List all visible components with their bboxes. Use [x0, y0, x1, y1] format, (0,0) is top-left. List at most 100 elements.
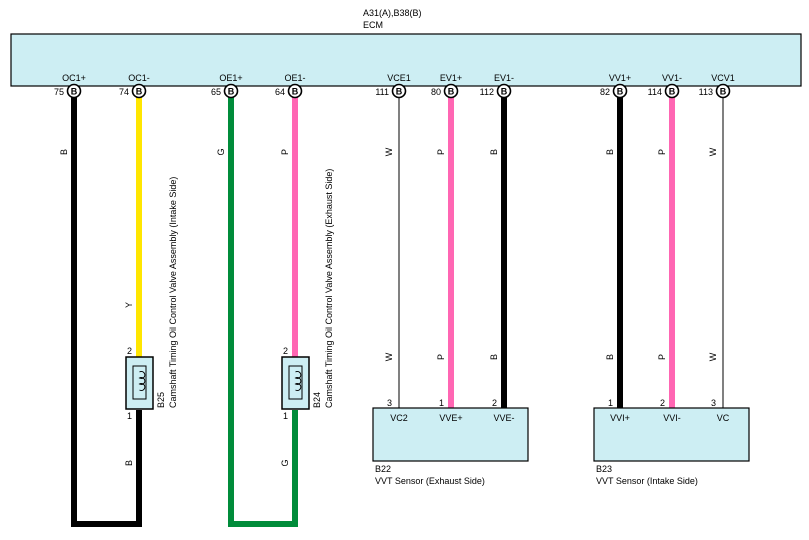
- b25-body: [125, 356, 154, 410]
- b22-vvt-sensor-exhaust: 3 1 2 VC2 VVE+ VVE- B22 VVT Sensor (Exha…: [372, 398, 529, 486]
- pin-conn-vce1: B: [396, 87, 403, 97]
- wire-label-vv1m-upper: P: [657, 149, 667, 155]
- wire-label-oc1p-upper: B: [59, 149, 69, 155]
- pin-name-ev1m: EV1-: [494, 73, 514, 83]
- b24-coil-icon: [288, 365, 303, 400]
- pin-conn-oc1p: B: [71, 87, 78, 97]
- wire-label-b24-lower: G: [280, 459, 290, 466]
- b24-coil-winding: [294, 371, 302, 391]
- wire-label-vcv1-upper: W: [708, 147, 718, 156]
- pin-num-vcv1: 113: [699, 87, 713, 97]
- pin-terminal-ev1p: B 80: [431, 83, 459, 99]
- b22-pin-num-vvem: 2: [492, 398, 497, 408]
- b22-title: VVT Sensor (Exhaust Side): [375, 476, 485, 486]
- wire-label-oe1p-upper: G: [216, 148, 226, 155]
- pin-num-oc1m: 74: [119, 87, 129, 97]
- wire-label-ev1p-upper: P: [436, 149, 446, 155]
- b22-pin-num-vvep: 1: [439, 398, 444, 408]
- b23-body: [593, 407, 750, 462]
- b23-pin-num-vvip: 1: [608, 398, 613, 408]
- pin-terminal-oe1m: B 64: [275, 83, 303, 99]
- pin-terminal-oe1p: B 65: [211, 83, 239, 99]
- wire-label-ev1p-lower: P: [436, 354, 446, 360]
- ecm-name-label: ECM: [363, 20, 383, 30]
- pin-conn-ev1p: B: [448, 87, 455, 97]
- b25-title: Camshaft Timing Oil Control Valve Assemb…: [168, 177, 178, 408]
- b23-code: B23: [596, 464, 612, 474]
- pin-name-oe1p: OE1+: [219, 73, 242, 83]
- pin-name-vv1m: VV1-: [662, 73, 682, 83]
- b23-vvt-sensor-intake: 1 2 3 VVI+ VVI- VC B23 VVT Sensor (Intak…: [593, 398, 750, 486]
- b22-pin-name-vvem: VVE-: [493, 413, 514, 423]
- pin-num-vv1m: 114: [648, 87, 662, 97]
- b22-body: [372, 407, 529, 462]
- pin-name-oe1m: OE1-: [284, 73, 305, 83]
- pin-terminal-vce1: B 111: [375, 83, 407, 99]
- pin-terminal-oc1m: B 74: [119, 83, 147, 99]
- wire-oe1p: [228, 97, 298, 527]
- pin-num-ev1p: 80: [431, 87, 441, 97]
- wire-label-vv1p-lower: B: [605, 354, 615, 360]
- pin-name-vce1: VCE1: [387, 73, 411, 83]
- b24-pin-bottom: 1: [283, 411, 288, 421]
- b25-coil-icon: [132, 365, 147, 400]
- pin-name-ev1p: EV1+: [440, 73, 462, 83]
- wire-label-vv1p-upper: B: [605, 149, 615, 155]
- pin-name-oc1p: OC1+: [62, 73, 86, 83]
- pin-num-oe1m: 64: [275, 87, 285, 97]
- ecm-connector-label: A31(A),B38(B): [363, 8, 422, 18]
- pin-terminal-vv1p: B 82: [600, 83, 628, 99]
- b25-code: B25: [156, 392, 166, 408]
- wire-label-vv1m-lower: P: [657, 354, 667, 360]
- b24-code: B24: [312, 392, 322, 408]
- pin-conn-vcv1: B: [720, 87, 727, 97]
- pin-name-oc1m: OC1-: [128, 73, 150, 83]
- pin-conn-oe1p: B: [228, 87, 235, 97]
- pin-num-vce1: 111: [375, 87, 389, 97]
- b23-pin-name-vc: VC: [717, 413, 730, 423]
- wire-label-ev1m-lower: B: [489, 354, 499, 360]
- pin-conn-oe1m: B: [292, 87, 299, 97]
- b23-pin-name-vvip: VVI+: [610, 413, 630, 423]
- b22-pin-name-vvep: VVE+: [439, 413, 462, 423]
- pin-terminal-vcv1: B 113: [699, 83, 731, 99]
- wire-label-oe1m-upper: P: [280, 149, 290, 155]
- b24-title: Camshaft Timing Oil Control Valve Assemb…: [324, 169, 334, 408]
- pin-conn-vv1m: B: [669, 87, 676, 97]
- pin-name-vv1p: VV1+: [609, 73, 631, 83]
- pin-num-oc1p: 75: [54, 87, 64, 97]
- pin-num-vv1p: 82: [600, 87, 610, 97]
- wire-label-vce1-upper: W: [384, 147, 394, 156]
- pin-conn-vv1p: B: [617, 87, 624, 97]
- pin-num-ev1m: 112: [480, 87, 494, 97]
- pin-terminal-vv1m: B 114: [648, 83, 680, 99]
- pin-terminal-ev1m: B 112: [480, 83, 512, 99]
- pin-conn-ev1m: B: [501, 87, 508, 97]
- b22-pin-name-vc2: VC2: [390, 413, 408, 423]
- b22-code: B22: [375, 464, 391, 474]
- b25-coil-winding: [138, 371, 146, 391]
- pin-conn-oc1m: B: [136, 87, 143, 97]
- wire-label-vce1-lower: W: [384, 352, 394, 361]
- b25-ocv-intake: 2 1 B25 Camshaft Timing Oil Control Valv…: [125, 177, 178, 421]
- wire-label-b25-lower: B: [124, 460, 134, 466]
- b23-pin-num-vc: 3: [711, 398, 716, 408]
- b24-ocv-exhaust: 2 1 B24 Camshaft Timing Oil Control Valv…: [281, 169, 334, 421]
- b23-pin-name-vvim: VVI-: [663, 413, 681, 423]
- wire-oc1p: [71, 97, 142, 527]
- wire-label-ev1m-upper: B: [489, 149, 499, 155]
- b24-body: [281, 356, 310, 410]
- b25-pin-top: 2: [127, 346, 132, 356]
- b24-pin-top: 2: [283, 346, 288, 356]
- b25-pin-bottom: 1: [127, 411, 132, 421]
- pin-name-vcv1: VCV1: [711, 73, 735, 83]
- ecm-box: [10, 33, 802, 87]
- wire-label-vcv1-lower: W: [708, 352, 718, 361]
- pin-num-oe1p: 65: [211, 87, 221, 97]
- b23-title: VVT Sensor (Intake Side): [596, 476, 698, 486]
- wire-label-oc1m-upper: Y: [124, 302, 134, 308]
- b22-pin-num-vc2: 3: [387, 398, 392, 408]
- b23-pin-num-vvim: 2: [660, 398, 665, 408]
